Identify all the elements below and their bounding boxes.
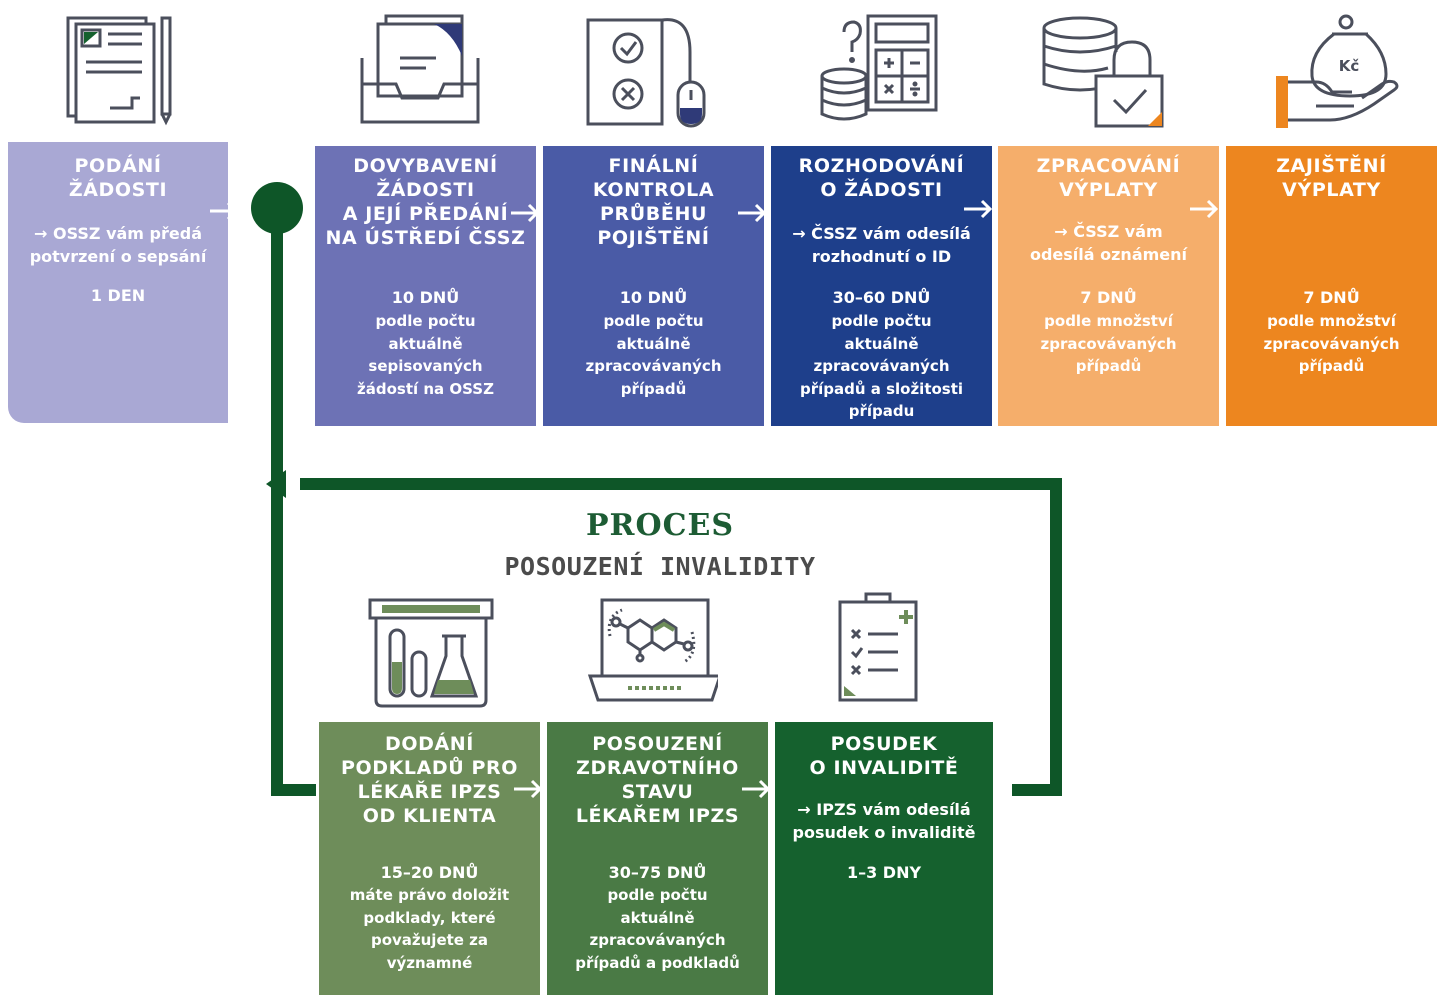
step-description: → ČSSZ vám odesílá oznámení — [1029, 222, 1188, 264]
step-duration: 1 DEN — [90, 286, 146, 305]
step-dodani-podkladu: DODÁNÍ PODKLADŮ PRO LÉKAŘE IPZS OD KLIEN… — [319, 722, 540, 995]
step-posudek-o-invalidite: POSUDEK O INVALIDITĚ → IPZS vám odesílá … — [775, 722, 993, 995]
loop-arrow-head — [266, 470, 286, 498]
arrow-right-icon — [208, 200, 242, 226]
step-title: ROZHODOVÁNÍ O ŽÁDOSTI — [798, 155, 965, 201]
document-with-pen-icon — [60, 12, 190, 127]
database-lock-check-icon — [1036, 12, 1166, 132]
step-zajisteni-vyplaty: ZAJIŠTĚNÍ VÝPLATY 7 DNŮ podle množství z… — [1226, 146, 1437, 426]
process-subtitle: POSOUZENÍ INVALIDITY — [504, 552, 816, 581]
step-title: ZAJIŠTĚNÍ VÝPLATY — [1276, 155, 1387, 201]
step-duration: 30–75 DNŮ — [608, 863, 707, 882]
step-zpracovani-vyplaty: ZPRACOVÁNÍ VÝPLATY → ČSSZ vám odesílá oz… — [998, 146, 1219, 426]
step-description: → IPZS vám odesílá posudek o invaliditě — [792, 800, 976, 842]
step-duration: 10 DNŮ — [619, 288, 688, 307]
step-title: POSOUZENÍ ZDRAVOTNÍHO STAVU LÉKAŘEM IPZS — [575, 733, 740, 827]
process-start-dot — [251, 182, 303, 234]
arrow-right-icon — [736, 202, 770, 228]
step-dovybaveni-zadosti: DOVYBAVENÍ ŽÁDOSTI A JEJÍ PŘEDÁNÍ NA ÚST… — [315, 146, 536, 426]
step-description: → ČSSZ vám odesílá rozhodnutí o ID — [792, 224, 971, 266]
step-title: DODÁNÍ PODKLADŮ PRO LÉKAŘE IPZS OD KLIEN… — [340, 733, 519, 827]
step-note: podle množství zpracovávaných případů — [1040, 312, 1177, 375]
step-note: podle množství zpracovávaných případů — [1263, 312, 1400, 375]
step-note: podle počtu aktuálně zpracovávaných příp… — [799, 312, 964, 420]
checklist-mouse-icon — [582, 12, 712, 132]
arrow-right-icon — [512, 778, 546, 804]
step-duration: 10 DNŮ — [391, 288, 460, 307]
step-title: POSUDEK O INVALIDITĚ — [809, 733, 959, 779]
step-duration: 7 DNŮ — [1303, 288, 1360, 307]
step-title: FINÁLNÍ KONTROLA PRŮBĚHU POJIŠTĚNÍ — [592, 155, 715, 249]
arrow-right-icon — [509, 202, 543, 228]
step-title: DOVYBAVENÍ ŽÁDOSTI A JEJÍ PŘEDÁNÍ NA ÚST… — [325, 155, 526, 249]
step-description: → OSSZ vám předá potvrzení o sepsání — [29, 224, 207, 266]
step-note: podle počtu aktuálně zpracovávaných příp… — [575, 886, 740, 972]
laptop-molecule-icon — [588, 596, 718, 711]
file-tray-icon — [356, 12, 486, 127]
step-rozhodovani-o-zadosti: ROZHODOVÁNÍ O ŽÁDOSTI → ČSSZ vám odesílá… — [771, 146, 992, 426]
process-title: PROCES — [585, 508, 735, 543]
step-duration: 15–20 DNŮ — [380, 863, 479, 882]
arrow-right-icon — [962, 198, 996, 224]
arrow-right-icon — [1188, 198, 1222, 224]
step-posouzeni-zdravotniho-stavu: POSOUZENÍ ZDRAVOTNÍHO STAVU LÉKAŘEM IPZS… — [547, 722, 768, 995]
step-duration: 30–60 DNŮ — [832, 288, 931, 307]
step-note: máte právo doložit podklady, které považ… — [349, 886, 510, 972]
step-podani-zadosti: PODÁNÍ ŽÁDOSTI → OSSZ vám předá potvrzen… — [8, 142, 228, 423]
arrow-right-icon — [740, 778, 774, 804]
step-duration: 7 DNŮ — [1080, 288, 1137, 307]
lab-kit-icon — [368, 596, 498, 711]
step-finalni-kontrola: FINÁLNÍ KONTROLA PRŮBĚHU POJIŠTĚNÍ 10 DN… — [543, 146, 764, 426]
clipboard-checklist-icon — [830, 590, 930, 710]
calculator-coins-icon — [814, 10, 944, 128]
step-title: PODÁNÍ ŽÁDOSTI — [68, 155, 168, 201]
step-note: podle počtu aktuálně sepisovaných žádost… — [357, 312, 494, 398]
step-duration: 1–3 DNY — [846, 863, 922, 882]
step-title: ZPRACOVÁNÍ VÝPLATY — [1036, 155, 1181, 201]
step-note: podle počtu aktuálně zpracovávaných příp… — [585, 312, 722, 398]
hand-money-bag-icon: Kč — [1270, 12, 1405, 132]
svg-text:Kč: Kč — [1339, 57, 1360, 75]
